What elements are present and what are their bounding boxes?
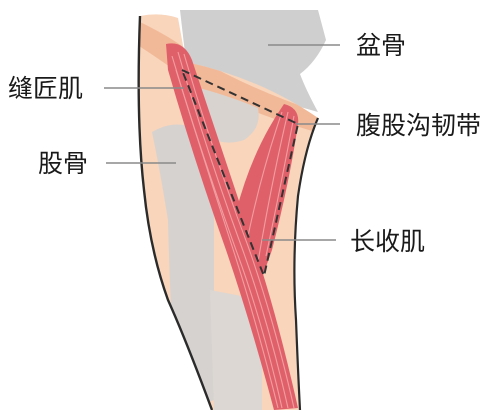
sartorius-label: 缝匠肌: [8, 74, 83, 103]
adductor-longus-label: 长收肌: [350, 227, 425, 256]
pelvis-label: 盆骨: [356, 31, 406, 60]
femur-label: 股骨: [38, 149, 88, 178]
inguinal-ligament-label: 腹股沟韧带: [356, 111, 481, 140]
